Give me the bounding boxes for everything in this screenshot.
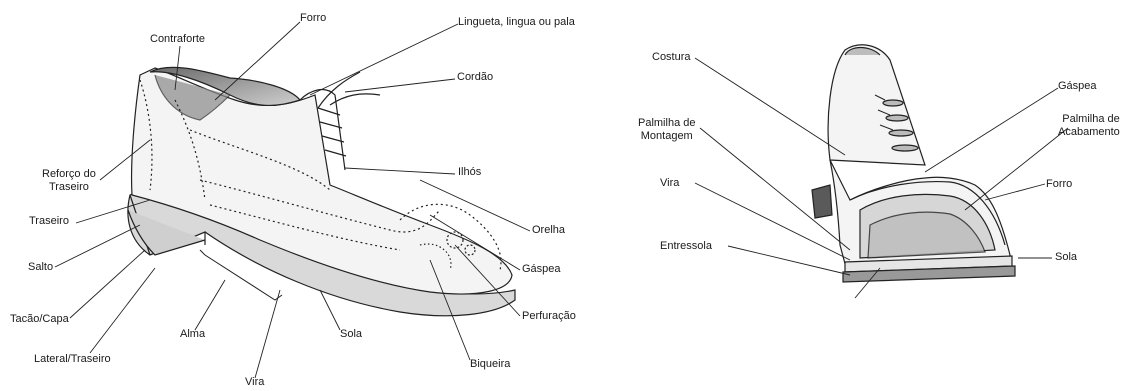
right-shoe-illustration [812,45,1015,282]
label-forro: Forro [300,12,326,25]
label-traseiro: Traseiro [29,215,69,228]
label-vira-right: Vira [660,177,679,190]
label-sola: Sola [340,328,362,341]
label-vira-left: Vira [245,376,264,389]
label-sola-right: Sola [1055,251,1077,264]
label-salto: Salto [28,261,53,274]
label-costura: Costura [652,51,691,64]
label-tacao-capa: Tacão/Capa [10,313,69,326]
label-palmilha-de-montagem: Palmilha de Montagem [638,117,695,143]
label-orelha: Orelha [532,224,565,237]
label-contraforte: Contraforte [150,33,205,46]
label-ilhos: Ilhós [458,166,481,179]
label-biqueira: Biqueira [470,358,510,371]
label-lingueta: Lingueta, lingua ou pala [458,16,575,29]
label-reforco-do-traseiro: Reforço do Traseiro [42,168,96,194]
label-cordao: Cordão [457,71,493,84]
label-alma: Alma [180,328,205,341]
label-gaspea-right: Gáspea [1058,80,1097,93]
left-shoe-illustration [128,67,515,315]
label-palmilha-de-acabamento: Palmilha de Acabamento [1058,113,1120,139]
label-perfuracao: Perfuração [522,310,576,323]
label-forro-right: Forro [1046,178,1072,191]
label-lateral-traseiro: Lateral/Traseiro [34,353,111,366]
label-gaspea: Gáspea [522,263,561,276]
label-entressola: Entressola [660,240,712,253]
